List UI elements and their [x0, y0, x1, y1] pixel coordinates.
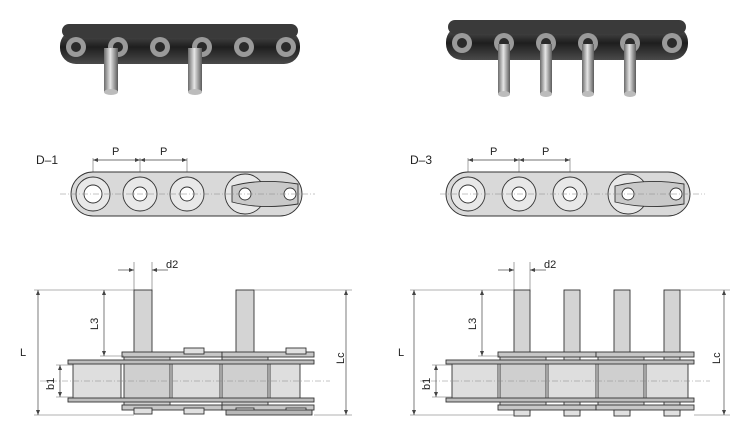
photo-chain-d3 — [446, 20, 688, 97]
pitch-label-d1-2: P — [160, 146, 167, 158]
pitch-label-d1-1: P — [112, 146, 119, 158]
label-L-d3: L — [398, 347, 404, 359]
photo-chain-d1 — [60, 24, 300, 95]
side-view-d3: D–3 P P — [410, 146, 705, 217]
label-Lc-d3: Lc — [711, 352, 723, 364]
pitch-label-d3-2: P — [542, 146, 549, 158]
label-d2-d3: d2 — [544, 259, 556, 271]
label-d2-d1: d2 — [166, 259, 178, 271]
pitch-label-d3-1: P — [490, 146, 497, 158]
label-b1-d1: b1 — [45, 378, 57, 390]
side-view-d1: D–1 P P — [36, 146, 315, 217]
top-view-d3: d2 L L3 b1 — [398, 259, 730, 417]
label-L3-d3: L3 — [467, 318, 479, 330]
title-d3: D–3 — [410, 153, 432, 167]
top-view-d1: d2 L L3 — [20, 259, 352, 416]
label-Lc-d1: Lc — [335, 352, 347, 364]
label-L3-d1: L3 — [89, 318, 101, 330]
title-d1: D–1 — [36, 153, 58, 167]
label-b1-d3: b1 — [421, 378, 433, 390]
label-L-d1: L — [20, 347, 26, 359]
